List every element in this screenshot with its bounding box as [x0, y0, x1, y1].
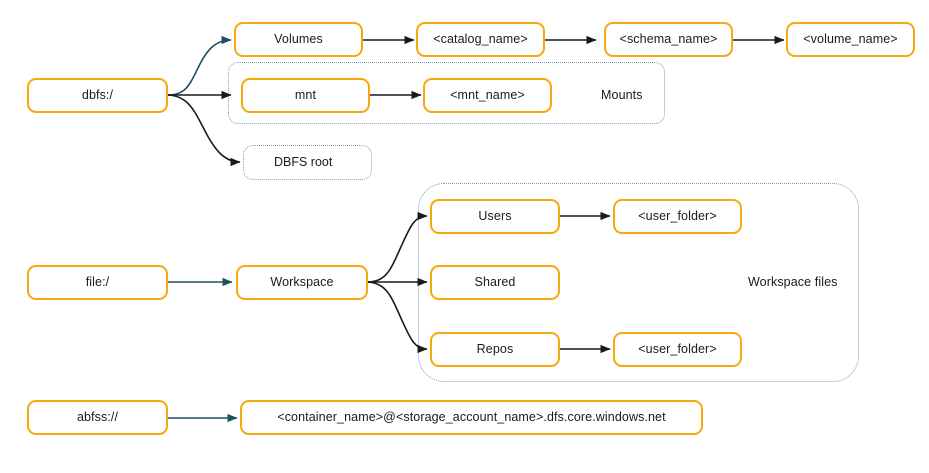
node-users-folder[interactable]: <user_folder>: [613, 199, 742, 234]
node-abfss-scheme[interactable]: abfss://: [27, 400, 168, 435]
node-users[interactable]: Users: [430, 199, 560, 234]
node-mnt-name[interactable]: <mnt_name>: [423, 78, 552, 113]
node-shared[interactable]: Shared: [430, 265, 560, 300]
node-repos[interactable]: Repos: [430, 332, 560, 367]
mounts-group-label: Mounts: [601, 88, 643, 102]
node-dbfs-scheme[interactable]: dbfs:/: [27, 78, 168, 113]
node-catalog-name[interactable]: <catalog_name>: [416, 22, 545, 57]
label-dbfs-root: DBFS root: [274, 155, 333, 169]
node-schema-name[interactable]: <schema_name>: [604, 22, 733, 57]
node-abfss-path[interactable]: <container_name>@<storage_account_name>.…: [240, 400, 703, 435]
workspace-files-group-label: Workspace files: [748, 275, 838, 289]
node-repos-folder[interactable]: <user_folder>: [613, 332, 742, 367]
node-workspace[interactable]: Workspace: [236, 265, 368, 300]
edge-dbfs-to-volumes: [167, 35, 232, 96]
node-file-scheme[interactable]: file:/: [27, 265, 168, 300]
dbfs-root-group-box: [243, 145, 372, 180]
node-volumes[interactable]: Volumes: [234, 22, 363, 57]
node-mnt[interactable]: mnt: [241, 78, 370, 113]
node-volume-name[interactable]: <volume_name>: [786, 22, 915, 57]
